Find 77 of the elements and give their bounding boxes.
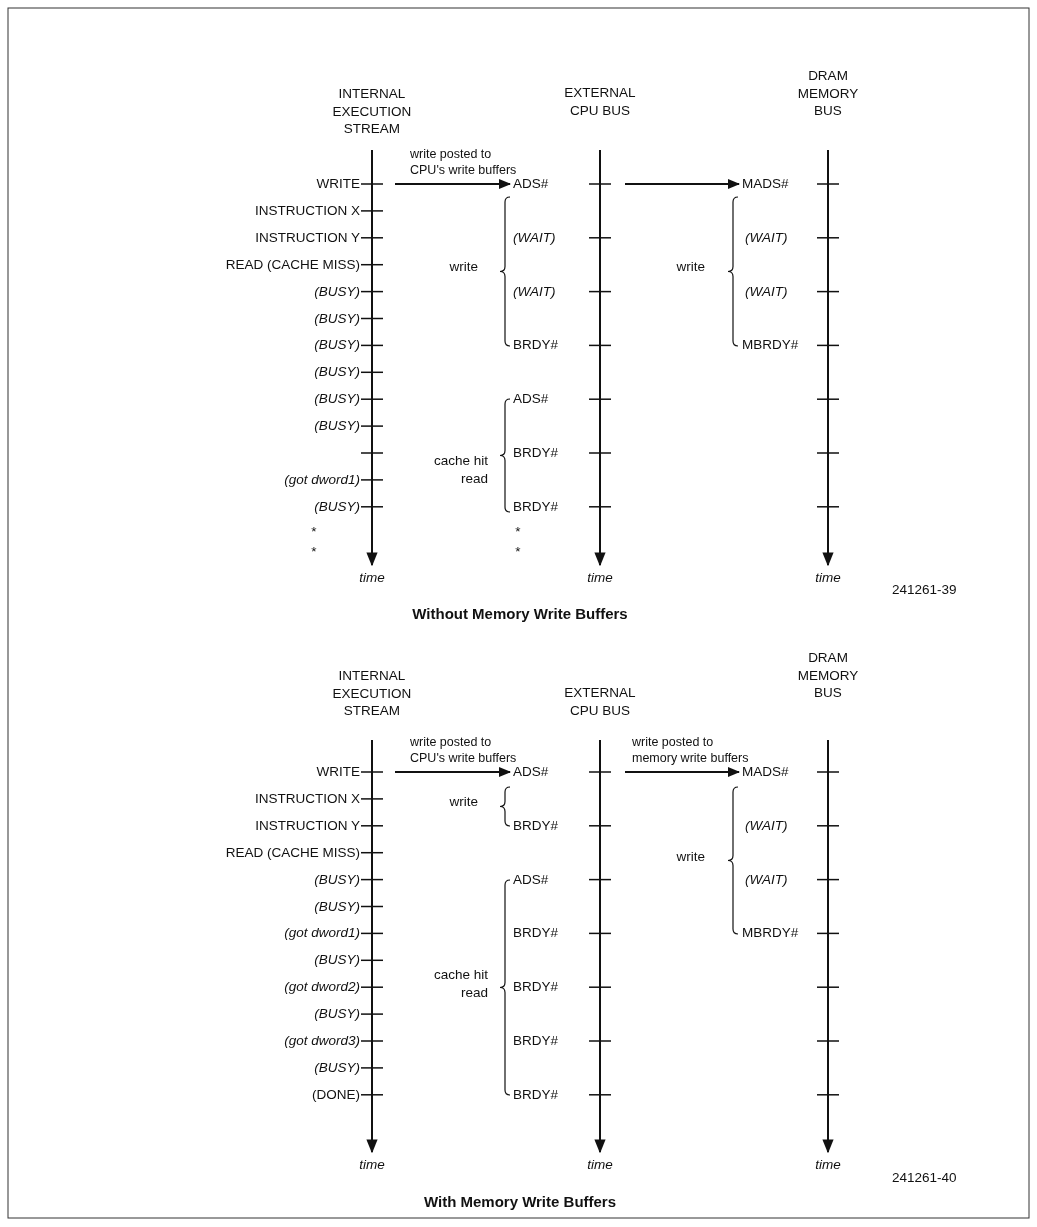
signal-label: (WAIT) [745,870,788,889]
signal-label: cache hit read [432,966,488,1002]
signal-label: time [587,569,613,587]
signal-label: WRITE [316,763,360,781]
signal-label: EXTERNAL CPU BUS [563,684,637,720]
continuation-mark: * [515,523,521,541]
signal-label: (WAIT) [513,282,556,301]
signal-label: (WAIT) [745,229,788,247]
signal-label: BRDY# [513,924,558,943]
signal-label: MBRDY# [742,336,799,355]
signal-label: (BUSY) [314,498,360,516]
caption: Without Memory Write Buffers [412,604,628,624]
signal-label: time [587,1156,613,1174]
signal-label: cache hit read [432,452,488,488]
signal-label: (BUSY) [314,417,360,435]
signal-label: (BUSY) [314,1005,360,1023]
signal-label: INSTRUCTION X [255,202,360,220]
signal-label: ADS# [513,390,549,408]
arrow [624,178,741,190]
signal-label: 241261-40 [892,1169,957,1187]
signal-label: (BUSY) [314,951,360,970]
arrow [624,766,741,778]
continuation-mark: * [515,543,521,561]
signal-label: INSTRUCTION X [255,790,360,808]
signal-label: INTERNAL EXECUTION STREAM [331,84,413,138]
signal-label: write [449,793,478,811]
signal-label: INSTRUCTION Y [255,229,360,247]
signal-label: (WAIT) [513,229,556,247]
signal-label: write [676,258,705,276]
signal-label: (got dword1) [284,924,360,943]
signal-label: 241261-39 [892,581,957,599]
signal-label: (WAIT) [745,282,788,301]
signal-label: DRAM MEMORY BUS [796,648,860,702]
signal-label: time [815,569,841,587]
signal-label: DRAM MEMORY BUS [796,66,860,120]
signal-label: time [815,1156,841,1174]
signal-label: (BUSY) [314,336,360,355]
arrow [394,766,512,778]
signal-label: (got dword2) [284,978,360,996]
signal-label: (BUSY) [314,390,360,408]
signal-label: WRITE [316,175,360,193]
signal-label: (DONE) [312,1086,360,1104]
signal-label: INTERNAL EXECUTION STREAM [331,666,413,720]
signal-label: ADS# [513,870,549,889]
signal-label: BRDY# [513,336,558,355]
signal-label: time [359,1156,385,1174]
signal-label: MBRDY# [742,924,799,943]
signal-label: (got dword3) [284,1032,360,1050]
signal-label: BRDY# [513,1032,558,1050]
signal-label: (BUSY) [314,1059,360,1077]
signal-label: EXTERNAL CPU BUS [563,84,637,120]
caption: With Memory Write Buffers [423,1192,617,1212]
signal-label: MADS# [742,175,789,193]
signal-label: ADS# [513,175,549,193]
signal-label: READ (CACHE MISS) [225,255,360,274]
signal-label: (got dword1) [284,471,360,489]
signal-label: BRDY# [513,817,558,835]
signal-label: BRDY# [513,1086,558,1104]
signal-label: READ (CACHE MISS) [225,843,360,862]
signal-label: ADS# [513,763,549,781]
signal-label: (BUSY) [314,897,360,916]
signal-label: BRDY# [513,444,558,462]
signal-label: BRDY# [513,978,558,996]
continuation-mark: * [311,523,317,541]
signal-label: (WAIT) [745,817,788,835]
signal-label: (BUSY) [314,363,360,382]
arrow [394,178,512,190]
signal-label: (BUSY) [314,282,360,301]
signal-label: write [449,258,478,276]
signal-label: (BUSY) [314,870,360,889]
signal-label: BRDY# [513,498,558,516]
signal-label: time [359,569,385,587]
continuation-mark: * [311,543,317,561]
signal-label: MADS# [742,763,789,781]
signal-label: (BUSY) [314,309,360,328]
signal-label: INSTRUCTION Y [255,817,360,835]
signal-label: write [676,848,705,866]
